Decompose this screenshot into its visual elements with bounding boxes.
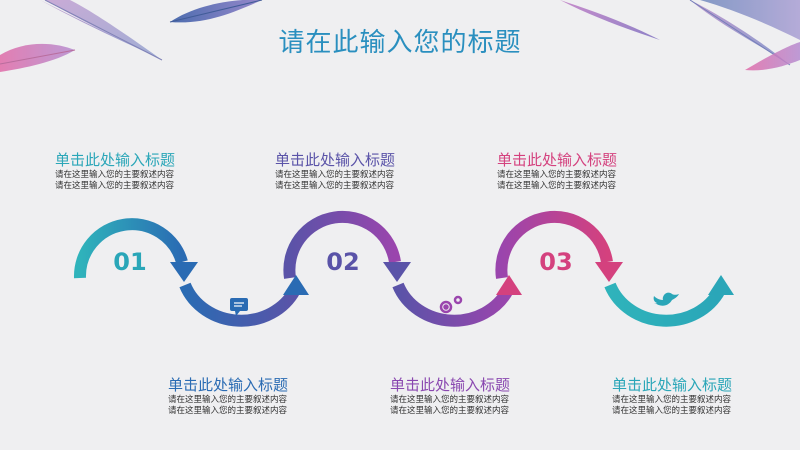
top-desc-2-line-1: 请在这里输入您的主要叙述内容 xyxy=(275,170,395,180)
step-number-2: 02 xyxy=(326,248,360,276)
bottom-heading-3[interactable]: 单击此处输入标题 xyxy=(612,376,733,394)
twitter-bird-icon xyxy=(653,292,679,306)
wave-arrowheads xyxy=(170,262,734,295)
bottom-desc-1-line-2: 请在这里输入您的主要叙述内容 xyxy=(168,406,288,416)
bottom-desc-2-line-2: 请在这里输入您的主要叙述内容 xyxy=(390,406,510,416)
gears-icon xyxy=(439,295,463,314)
bottom-desc-1-line-1: 请在这里输入您的主要叙述内容 xyxy=(168,395,288,405)
step-number-3: 03 xyxy=(539,248,573,276)
top-desc-2-line-2: 请在这里输入您的主要叙述内容 xyxy=(275,181,395,191)
top-heading-1[interactable]: 单击此处输入标题 xyxy=(55,151,176,169)
top-text-block-3: 单击此处输入标题 请在这里输入您的主要叙述内容 请在这里输入您的主要叙述内容 xyxy=(497,150,667,192)
top-heading-2[interactable]: 单击此处输入标题 xyxy=(275,151,396,169)
bottom-heading-1[interactable]: 单击此处输入标题 xyxy=(168,376,289,394)
chat-bubble-icon xyxy=(230,298,248,316)
bottom-heading-2[interactable]: 单击此处输入标题 xyxy=(390,376,511,394)
bottom-desc-3-line-1: 请在这里输入您的主要叙述内容 xyxy=(612,395,732,405)
feather-top-right xyxy=(560,0,800,66)
top-desc-3-line-2: 请在这里输入您的主要叙述内容 xyxy=(497,181,617,191)
process-wave xyxy=(73,210,726,327)
feather-top-left xyxy=(40,0,163,61)
bottom-desc-3-line-2: 请在这里输入您的主要叙述内容 xyxy=(612,406,732,416)
top-desc-1-line-2: 请在这里输入您的主要叙述内容 xyxy=(55,181,175,191)
feather-left-pink xyxy=(0,43,76,72)
arrowhead-down-3 xyxy=(595,262,623,282)
top-desc-3-line-1: 请在这里输入您的主要叙述内容 xyxy=(497,170,617,180)
bottom-text-block-3: 单击此处输入标题 请在这里输入您的主要叙述内容 请在这里输入您的主要叙述内容 xyxy=(612,375,782,417)
arrowhead-down-1 xyxy=(170,262,198,282)
bottom-desc-2-line-1: 请在这里输入您的主要叙述内容 xyxy=(390,395,510,405)
top-text-block-1: 单击此处输入标题 请在这里输入您的主要叙述内容 请在这里输入您的主要叙述内容 xyxy=(55,150,225,192)
arrowhead-up-2 xyxy=(496,275,522,295)
wave-arc-1-bottom xyxy=(179,282,301,327)
arrowhead-up-1 xyxy=(283,275,309,295)
arrowhead-up-3 xyxy=(708,275,734,295)
bottom-text-block-1: 单击此处输入标题 请在这里输入您的主要叙述内容 请在这里输入您的主要叙述内容 xyxy=(168,375,338,417)
wave-arc-2-bottom xyxy=(392,282,514,327)
wave-arc-1-top xyxy=(73,218,188,279)
bottom-text-block-2: 单击此处输入标题 请在这里输入您的主要叙述内容 请在这里输入您的主要叙述内容 xyxy=(390,375,560,417)
page-title: 请在此输入您的标题 xyxy=(278,28,522,58)
step-number-1: 01 xyxy=(113,248,147,276)
wave-arc-2-top xyxy=(283,210,401,279)
wave-arc-3-bottom xyxy=(604,282,726,327)
feather-top-center xyxy=(169,0,263,23)
top-desc-1-line-1: 请在这里输入您的主要叙述内容 xyxy=(55,170,175,180)
arrowhead-down-2 xyxy=(383,262,411,282)
wave-arc-3-top xyxy=(495,210,613,279)
top-text-block-2: 单击此处输入标题 请在这里输入您的主要叙述内容 请在这里输入您的主要叙述内容 xyxy=(275,150,445,192)
feather-right-pink xyxy=(745,42,800,71)
top-heading-3[interactable]: 单击此处输入标题 xyxy=(497,151,618,169)
